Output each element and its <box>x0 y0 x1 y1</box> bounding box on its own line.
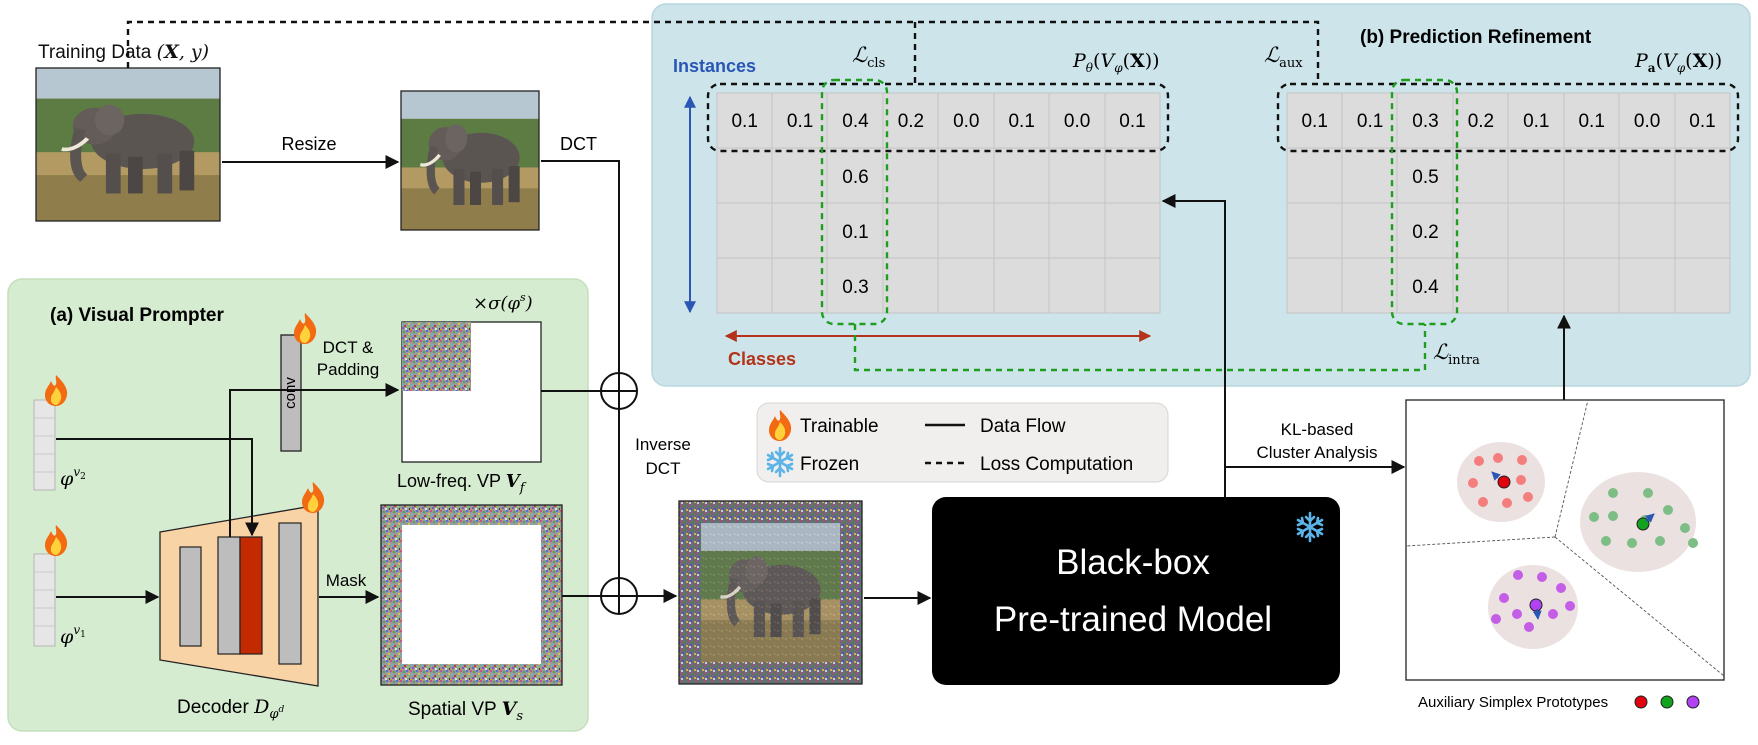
phi-v1-vector <box>33 553 56 647</box>
decoder-layer-1 <box>179 546 202 647</box>
black-box-line2: Pre-trained Model <box>994 600 1272 639</box>
svg-text:DCT: DCT <box>646 459 681 478</box>
left-row-cell: 0.1 <box>787 111 813 132</box>
mask-label: Mask <box>326 571 367 590</box>
legend-box <box>756 402 1169 483</box>
left-row-cell: 0.2 <box>898 111 924 132</box>
spatial-vp-center <box>402 525 541 664</box>
left-col-cell: 0.3 <box>842 277 868 298</box>
simplex-caption: Auxiliary Simplex Prototypes <box>1418 694 1608 711</box>
refinement-title: (b) Prediction Refinement <box>1360 27 1592 48</box>
scale-label: ×σ(φs) <box>473 291 533 314</box>
svg-text:Padding: Padding <box>317 360 379 379</box>
phi-v2-vector <box>33 399 56 491</box>
right-col-cell: 0.5 <box>1412 167 1438 188</box>
dct-padding-label: DCT & <box>323 338 374 357</box>
legend-frozen: Frozen <box>800 454 859 475</box>
legend-trainable: Trainable <box>800 416 879 437</box>
left-row-cell: 0.1 <box>1008 111 1034 132</box>
black-box-model <box>932 497 1340 685</box>
kl-label: KL-based <box>1281 420 1354 439</box>
dct-path <box>541 160 620 390</box>
decoder-to-conv-arrow <box>229 383 400 537</box>
conv-label: conv <box>282 377 299 409</box>
left-col-dashed-box <box>820 78 889 326</box>
right-col-dashed-box <box>1390 78 1459 326</box>
black-box-line1: Black-box <box>1056 543 1210 582</box>
left-row-cell: 0.1 <box>1119 111 1145 132</box>
resize-label: Resize <box>281 134 336 154</box>
right-row-cell: 0.3 <box>1412 111 1438 132</box>
spatial-vp-label: Spatial VP Vs <box>408 698 523 724</box>
intra-loss-dashed-path <box>853 324 1427 372</box>
prototype-red-dot <box>1634 695 1648 709</box>
instances-label: Instances <box>673 56 756 76</box>
legend-data-flow: Data Flow <box>980 416 1066 437</box>
left-col-cell: 0.6 <box>842 167 868 188</box>
inverse-dct-label: Inverse <box>635 435 691 454</box>
training-data-label: Training Data (X, y) <box>38 41 209 63</box>
right-row-cell: 0.1 <box>1578 111 1604 132</box>
decoder-layer-2 <box>217 536 241 655</box>
right-row-cell: 0.1 <box>1301 111 1327 132</box>
right-row-dashed-box <box>1276 82 1740 153</box>
dct-label: DCT <box>560 134 597 154</box>
decoder-label: Decoder Dφd <box>177 696 284 722</box>
right-row-cell: 0.0 <box>1634 111 1660 132</box>
resized-elephant-image <box>401 91 539 230</box>
legend-loss: Loss Computation <box>980 454 1133 475</box>
classes-label: Classes <box>728 349 796 369</box>
right-col-cell: 0.4 <box>1412 277 1439 298</box>
prototype-purple-dot <box>1686 695 1700 709</box>
decoder-layer-3 <box>278 522 302 665</box>
phi-v2-to-decoder-arrow <box>56 438 259 537</box>
right-row-cell: 0.1 <box>1357 111 1383 132</box>
low-freq-vp-noise <box>402 322 471 391</box>
right-row-cell: 0.1 <box>1689 111 1715 132</box>
left-row-cell: 0.0 <box>1064 111 1090 132</box>
left-col-cell: 0.1 <box>842 222 868 243</box>
right-row-cell: 0.1 <box>1523 111 1549 132</box>
training-elephant-image <box>36 68 220 221</box>
prototype-green-dot <box>1660 695 1674 709</box>
right-row-cell: 0.2 <box>1468 111 1494 132</box>
left-row-cell: 0.0 <box>953 111 979 132</box>
left-row-dashed-box <box>706 82 1170 153</box>
decoder-layer-injected <box>239 536 263 655</box>
right-col-cell: 0.2 <box>1412 222 1438 243</box>
left-row-cell: 0.1 <box>731 111 757 132</box>
loss-dashed-path-top <box>126 20 1320 84</box>
left-row-cell: 0.4 <box>842 111 869 132</box>
l-cls-label: ℒcls <box>852 43 885 71</box>
conv-block <box>280 334 302 452</box>
visual-prompter-title: (a) Visual Prompter <box>50 305 224 326</box>
model-to-predictions-arrow <box>1161 194 1226 497</box>
svg-text:Cluster Analysis: Cluster Analysis <box>1257 443 1378 462</box>
